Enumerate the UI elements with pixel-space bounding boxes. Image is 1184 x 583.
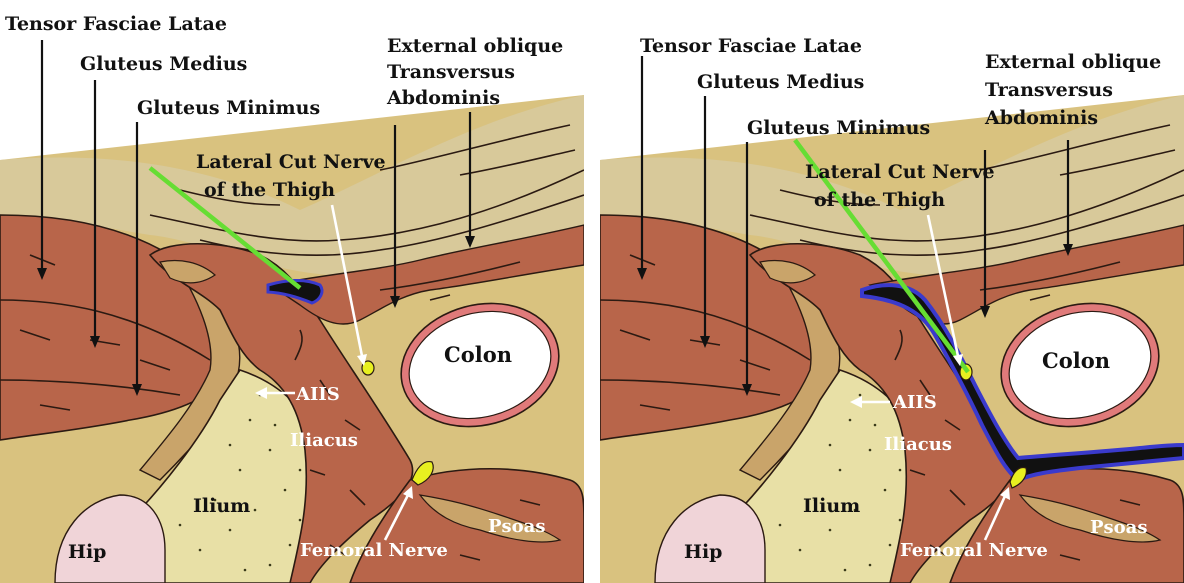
label-ilium: Ilium [803, 495, 860, 517]
label-aiis: AIIS [295, 384, 340, 405]
label-iliacus: Iliacus [884, 434, 952, 455]
label-transversus: Transversus [387, 61, 515, 83]
label-abdominis: Abdominis [984, 107, 1098, 129]
label-psoas: Psoas [488, 516, 545, 537]
label-hip: Hip [684, 541, 722, 563]
label-psoas: Psoas [1090, 517, 1147, 538]
label-gluteus-medius: Gluteus Medius [697, 71, 864, 93]
label-hip: Hip [68, 541, 106, 563]
label-femoral-nerve: Femoral Nerve [300, 540, 448, 561]
label-gluteus-medius: Gluteus Medius [80, 53, 247, 75]
label-tensor-fasciae-latae: Tensor Fasciae Latae [5, 13, 227, 35]
label-aiis: AIIS [892, 392, 937, 413]
label-external-oblique: External oblique [387, 35, 563, 57]
cross-section-left: Tensor Fasciae Latae Gluteus Medius Glut… [0, 0, 584, 583]
label-colon: Colon [444, 342, 512, 367]
label-lateral-cut-nerve: Lateral Cut Nerve [196, 151, 386, 173]
cross-section-right: Tensor Fasciae Latae Gluteus Medius Glut… [600, 0, 1184, 583]
label-of-the-thigh: of the Thigh [204, 179, 335, 201]
label-gluteus-minimus: Gluteus Minimus [747, 117, 930, 139]
label-lateral-cut-nerve: Lateral Cut Nerve [805, 161, 995, 183]
label-of-the-thigh: of the Thigh [814, 189, 945, 211]
label-tensor-fasciae-latae: Tensor Fasciae Latae [640, 35, 862, 57]
label-transversus: Transversus [985, 79, 1113, 101]
panel-left: Tensor Fasciae Latae Gluteus Medius Glut… [0, 0, 584, 583]
panel-right: Tensor Fasciae Latae Gluteus Medius Glut… [600, 0, 1184, 583]
label-colon: Colon [1042, 348, 1110, 373]
label-external-oblique: External oblique [985, 51, 1161, 73]
label-gluteus-minimus: Gluteus Minimus [137, 97, 320, 119]
label-iliacus: Iliacus [290, 430, 358, 451]
label-ilium: Ilium [193, 495, 250, 517]
label-abdominis: Abdominis [386, 87, 500, 109]
label-femoral-nerve: Femoral Nerve [900, 540, 1048, 561]
